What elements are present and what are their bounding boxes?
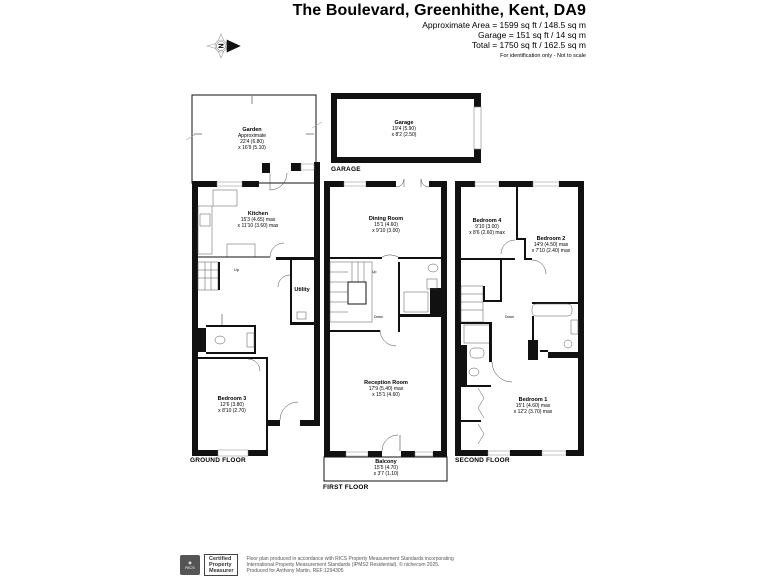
room-label-bedroom-1: Bedroom 1 15'1 (4.60) max x 12'2 (3.70) … xyxy=(513,397,553,415)
room-label-garage: Garage 19'4 (5.90) x 8'2 (2.50) xyxy=(391,120,417,138)
garage-plan xyxy=(331,93,482,163)
svg-text:N: N xyxy=(219,43,226,48)
room-label-bedroom-3: Bedroom 3 12'6 (3.80) x 8'10 (2.70) xyxy=(217,396,247,414)
header: The Boulevard, Greenhithe, Kent, DA9 App… xyxy=(293,2,586,61)
north-compass-icon: N xyxy=(205,33,241,59)
room-label-kitchen: Kitchen 15'3 (4.65) max x 11'10 (3.60) m… xyxy=(237,211,279,229)
rics-globe-icon: ◉ xyxy=(188,560,192,565)
footer-disclaimer: Floor plan produced in accordance with R… xyxy=(246,556,454,574)
room-label-garden: Garden Approximate 22'4 (6.80) x 16'9 (5… xyxy=(237,127,267,151)
first-floor-plan: Up Down xyxy=(323,178,448,482)
room-label-utility: Utility xyxy=(294,287,310,293)
garage-area: Garage = 151 sq ft / 14 sq m xyxy=(478,30,586,40)
room-label-dining-room: Dining Room 15'1 (4.60) x 9'10 (3.00) xyxy=(368,216,404,234)
footer: ◉ RICS Certified Property Measurer Floor… xyxy=(180,554,454,576)
total-area: Total = 1750 sq ft / 162.5 sq m xyxy=(471,40,586,50)
floor-label-garage: GARAGE xyxy=(331,166,361,173)
room-label-bedroom-2: Bedroom 2 14'9 (4.50) max x 7'10 (2.40) … xyxy=(531,236,571,254)
floor-label-ground: GROUND FLOOR xyxy=(190,457,246,464)
stair-up-label-ground: Up xyxy=(234,267,240,272)
room-label-bedroom-4: Bedroom 4 9'10 (3.00) x 8'6 (2.60) max xyxy=(469,218,505,236)
room-label-balcony: Balcony 15'5 (4.70) x 3'7 (1.10) xyxy=(373,459,399,477)
ground-floor-plan xyxy=(185,94,323,457)
second-floor-plan: Down xyxy=(455,181,584,456)
floor-label-first: FIRST FLOOR xyxy=(323,484,369,491)
approximate-area: Approximate Area = 1599 sq ft / 148.5 sq… xyxy=(422,20,586,30)
floor-label-second: SECOND FLOOR xyxy=(455,457,510,464)
stair-down-label-second: Down xyxy=(505,315,514,319)
scale-note: For identification only - Not to scale xyxy=(500,53,586,59)
property-title: The Boulevard, Greenhithe, Kent, DA9 xyxy=(292,2,586,19)
stair-up-label: Up xyxy=(372,270,377,274)
room-label-reception-room: Reception Room 17'9 (5.40) max x 15'1 (4… xyxy=(364,380,408,398)
rics-logo: ◉ RICS xyxy=(180,555,200,575)
stair-down-label: Down xyxy=(374,315,383,319)
certified-badge: Certified Property Measurer xyxy=(204,554,239,576)
